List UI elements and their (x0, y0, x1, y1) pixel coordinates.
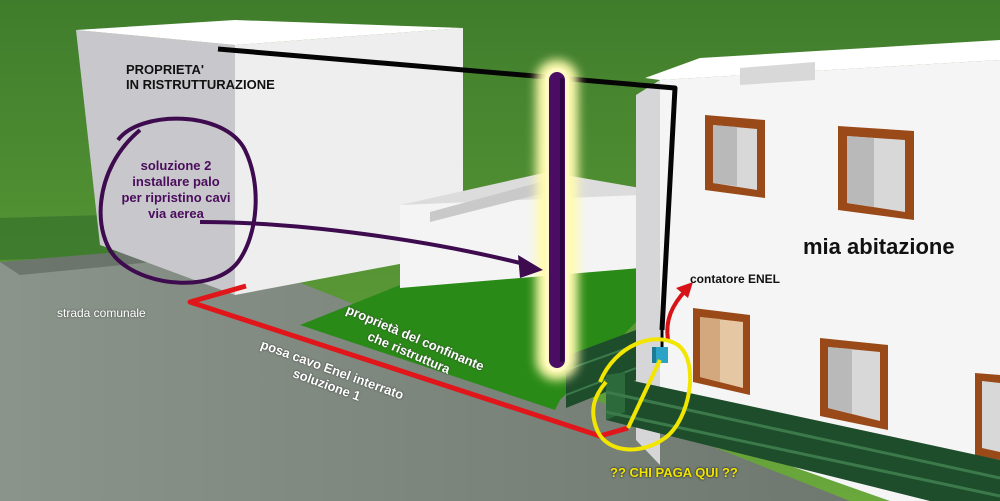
window-lower-right (975, 373, 1000, 460)
window-upper-left (705, 115, 765, 198)
pole-shade (560, 78, 564, 362)
question-circle (591, 337, 693, 452)
property-title: PROPRIETA' IN RISTRUTTURAZIONE (126, 62, 275, 92)
neighbor-building-inner-wall (430, 180, 548, 222)
solution-circle (98, 116, 258, 285)
solution2-line3: per ripristino cavi (121, 190, 231, 205)
solution2-line4: via aerea (148, 206, 204, 221)
meter-box (652, 347, 668, 363)
house-title: mia abitazione (803, 234, 955, 259)
road-label: strada comunale (57, 306, 146, 320)
solution2-line1: soluzione 2 (140, 158, 212, 173)
property-title-line2: IN RISTRUTTURAZIONE (126, 77, 275, 92)
property-title-line1: PROPRIETA' (126, 62, 204, 77)
neighbor-building-front-face (400, 195, 640, 288)
solution-arrow-head (518, 255, 543, 278)
window-upper-center (838, 126, 914, 220)
buried-cable-riser (626, 359, 662, 429)
meter-label: contatore ENEL (690, 272, 781, 286)
back-building-left-face (76, 30, 235, 295)
solution-arrow (199, 220, 529, 267)
window-lower-center (820, 338, 888, 430)
buried-cable (187, 283, 629, 439)
solution2-line2: installare palo (132, 174, 220, 189)
fence-right (605, 372, 1000, 501)
aerial-cable (217, 46, 678, 331)
house-roof-top (645, 40, 1000, 80)
question-label: ?? CHI PAGA QUI ?? (610, 465, 738, 480)
meter-arrow (665, 288, 688, 341)
window-lower-left (693, 308, 750, 395)
back-building-top (76, 20, 463, 45)
solution2-label: soluzione 2 installare palo per ripristi… (118, 158, 234, 222)
house-roof-back (740, 62, 815, 85)
meter-arrow-head (676, 282, 693, 298)
